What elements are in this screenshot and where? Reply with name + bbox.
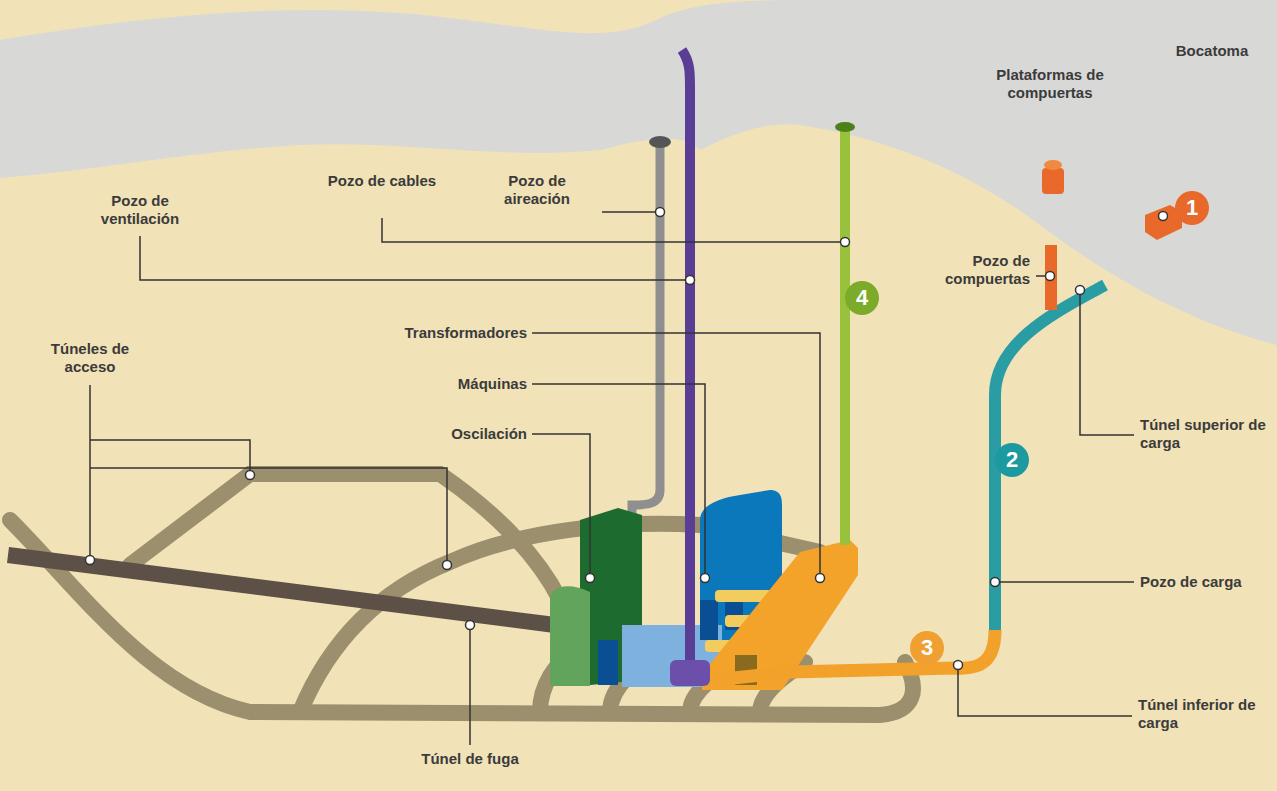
callout-number: 1 — [1175, 191, 1209, 225]
callout-circle — [1175, 191, 1209, 225]
chamber-label: Transformadores — [367, 324, 527, 342]
chamber-label: Oscilación — [367, 425, 527, 443]
surge-chamber-front — [550, 586, 590, 686]
shaft-top — [649, 136, 671, 148]
machine-unit — [700, 600, 718, 640]
tunnel-label: Túnel inferior de carga — [1138, 696, 1268, 732]
shaft-top — [835, 122, 855, 132]
chamber-label: Máquinas — [367, 375, 527, 393]
ventilation-shaft — [682, 50, 690, 680]
gate-platform — [1042, 168, 1064, 194]
callout-number: 2 — [995, 443, 1029, 477]
callout-circle — [910, 631, 944, 665]
tunnel-label: Túnel de fuga — [390, 750, 550, 768]
machine-unit — [598, 640, 618, 685]
lower-tunnel — [715, 630, 995, 680]
callout-number: 3 — [910, 631, 944, 665]
tunnel-label: Túnel superior de carga — [1140, 416, 1270, 452]
tailrace-tunnel — [8, 555, 555, 625]
callout-circle — [845, 281, 879, 315]
callout-number: 4 — [845, 281, 879, 315]
platform-label: Plataformas de compuertas — [985, 66, 1115, 102]
shaft-label: Pozo de aireación — [477, 172, 597, 208]
leader-dots — [86, 208, 1168, 670]
gate-shaft — [1045, 245, 1057, 310]
callout-circle — [995, 443, 1029, 477]
ventilation-base — [670, 660, 710, 686]
shaft-label: Pozo de ventilación — [70, 192, 210, 228]
shaft-label: Pozo de compuertas — [920, 252, 1030, 288]
cable-shaft — [840, 130, 850, 545]
gate-platform — [1044, 160, 1062, 170]
shaft-label: Pozo de cables — [327, 172, 437, 190]
leader-lines — [90, 212, 1134, 745]
intake-label: Bocatoma — [1157, 42, 1267, 60]
tunnel-label: Túneles de acceso — [25, 340, 155, 376]
shaft-label: Pozo de carga — [1140, 573, 1270, 591]
